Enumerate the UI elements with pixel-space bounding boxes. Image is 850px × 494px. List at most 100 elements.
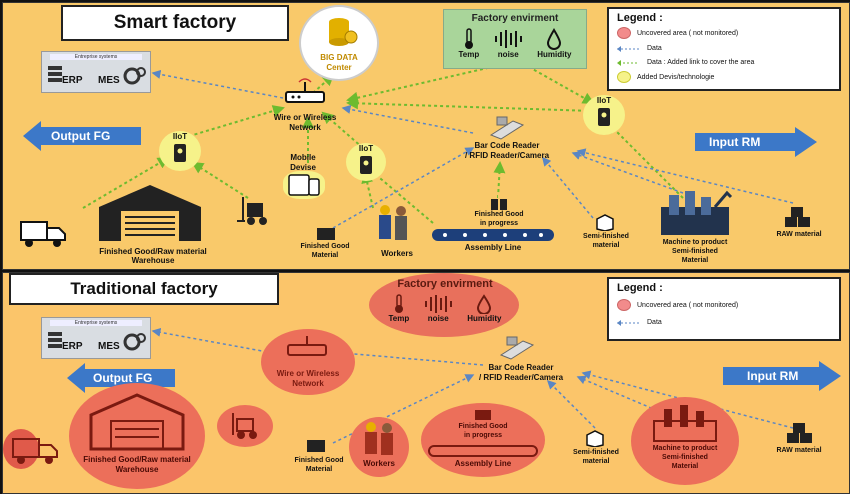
temp-item: Temp: [388, 294, 410, 323]
finished-material-label-2: Material: [311, 252, 339, 259]
traditional-legend: Legend : Uncovered area ( not monitored)…: [607, 277, 841, 341]
semi-label: Semi-finished: [583, 233, 629, 240]
forklift-icon: [237, 197, 267, 225]
legend-item-uncovered: Uncovered area ( not monitored): [617, 27, 738, 39]
router-icon: [285, 78, 325, 103]
smart-title: Smart factory: [61, 5, 289, 41]
workers-icon: [379, 205, 407, 240]
noise-label: noise: [427, 314, 449, 323]
conveyor-icon: [428, 445, 538, 457]
machine-label: Machine to product: [662, 239, 728, 246]
temp-item: Temp: [458, 28, 480, 59]
finished-material-label: Finished Good: [294, 457, 344, 464]
temp-label: Temp: [458, 50, 480, 59]
gift-box-icon: [491, 195, 507, 210]
network-label-2: Network: [289, 123, 321, 132]
smart-connection-lines: [82, 57, 794, 229]
thermometer-icon: [464, 28, 473, 49]
raw-boxes-icon: [785, 207, 810, 227]
barcode-scanner-icon: [489, 116, 525, 140]
box-icon: [307, 440, 325, 452]
forklift-uncovered: [217, 405, 273, 447]
tablet-icon: [288, 174, 320, 196]
barcode-label: Bar Code Reader: [488, 363, 554, 372]
smart-enterprise-systems: Entreprise systems ERP MES: [41, 51, 151, 93]
server-gear-icon: [48, 332, 146, 351]
humidity-item: Humidity: [537, 28, 571, 59]
warehouse-uncovered: Finished Good/Raw material Warehouse: [69, 383, 205, 489]
network-label: Wire or Wireless: [276, 369, 340, 378]
erp-label: ERP: [62, 75, 83, 86]
machine-icon: [653, 405, 717, 442]
sound-wave-icon: [425, 295, 453, 313]
semi-box-icon: [586, 430, 604, 447]
legend-item-added-link: Data : Added link to cover the area: [617, 59, 754, 66]
finished-progress-label-2: in progress: [463, 432, 503, 439]
truck-icon: [20, 221, 66, 247]
smart-legend: Legend : Uncovered area ( not monitored)…: [607, 7, 841, 91]
warehouse-label: Finished Good/Raw material: [99, 247, 207, 256]
env-title: Factory envirment: [471, 13, 559, 24]
semi-box-icon: [596, 214, 614, 231]
temp-label: Temp: [388, 314, 410, 323]
big-data-label: BIG DATA: [320, 53, 358, 62]
smart-env-box: Factory envirment Temp noise Humidity: [443, 9, 587, 69]
finished-material-label: Finished Good: [300, 243, 350, 250]
enterprise-header: Entreprise systems: [50, 320, 142, 326]
iiot-label: IIoT: [172, 132, 188, 141]
network-label-2: Network: [292, 379, 324, 388]
machine-label: Machine to product: [652, 445, 718, 452]
truck-icon: [12, 438, 58, 464]
raw-label: RAW material: [776, 447, 822, 454]
legend-item-data: Data: [617, 319, 662, 326]
network-label: Wire or Wireless: [273, 113, 337, 122]
humidity-label: Humidity: [467, 314, 502, 323]
iiot-label: IIoT: [358, 144, 374, 153]
legend-title: Legend :: [617, 282, 663, 294]
legend-item-data: Data: [617, 45, 662, 52]
forklift-icon: [232, 413, 257, 439]
assembly-label: Assembly Line: [454, 459, 512, 468]
machine-uncovered: Machine to product Semi-finished Materia…: [631, 397, 739, 485]
gift-box-icon: [475, 410, 491, 420]
assembly-label: Assembly Line: [464, 243, 522, 252]
machine-label-2: Semi-finished: [662, 454, 708, 461]
semi-label: Semi-finished: [573, 449, 619, 456]
workers-label: Workers: [363, 459, 395, 468]
finished-material-label-2: Material: [305, 466, 333, 473]
machine-label-3: Material: [681, 257, 709, 264]
smart-factory-panel: Smart factory BIG DATA Center Factory en…: [2, 2, 850, 270]
raw-label: RAW material: [776, 231, 822, 238]
box-icon: [317, 228, 335, 240]
workers-label: Workers: [381, 249, 413, 258]
machine-label-3: Material: [671, 463, 699, 470]
output-fg-label: Output FG: [93, 371, 153, 385]
output-fg-arrow: Output FG: [23, 121, 143, 151]
router-icon: [287, 336, 327, 356]
big-data-label-2: Center: [326, 63, 352, 72]
iiot-device-left: IIoT: [159, 131, 201, 171]
iiot-label: IIoT: [596, 96, 612, 105]
iiot-device-center: IIoT: [346, 143, 386, 181]
sound-wave-icon: [495, 30, 523, 48]
traditional-env-box: Factory envirment Temp noise Humidity: [377, 275, 513, 331]
raw-boxes-icon: [787, 423, 812, 443]
finished-progress-label-2: in progress: [479, 220, 519, 227]
conveyor-icon: [432, 229, 554, 241]
warehouse-icon: [89, 393, 185, 451]
barcode-label: Bar Code Reader: [474, 141, 540, 150]
humidity-label: Humidity: [537, 50, 572, 59]
big-data-center: BIG DATA Center: [299, 5, 379, 81]
barcode-label-2: / RFID Reader/Camera: [478, 373, 564, 382]
droplet-icon: [477, 294, 492, 314]
iiot-sensor-icon: [598, 108, 610, 126]
traditional-enterprise-systems: Entreprise systems ERP MES: [41, 317, 151, 359]
machine-icon: [661, 190, 733, 235]
semi-label-2: material: [592, 242, 620, 249]
server-gear-icon: [48, 66, 146, 85]
assembly-uncovered: Finished Good in progress Assembly Line: [421, 403, 545, 477]
env-title: Factory envirment: [397, 278, 493, 290]
legend-item-added-device: Added Devis/technologie: [617, 71, 714, 83]
traditional-env-uncovered: [369, 273, 519, 337]
noise-item: noise: [493, 28, 523, 59]
